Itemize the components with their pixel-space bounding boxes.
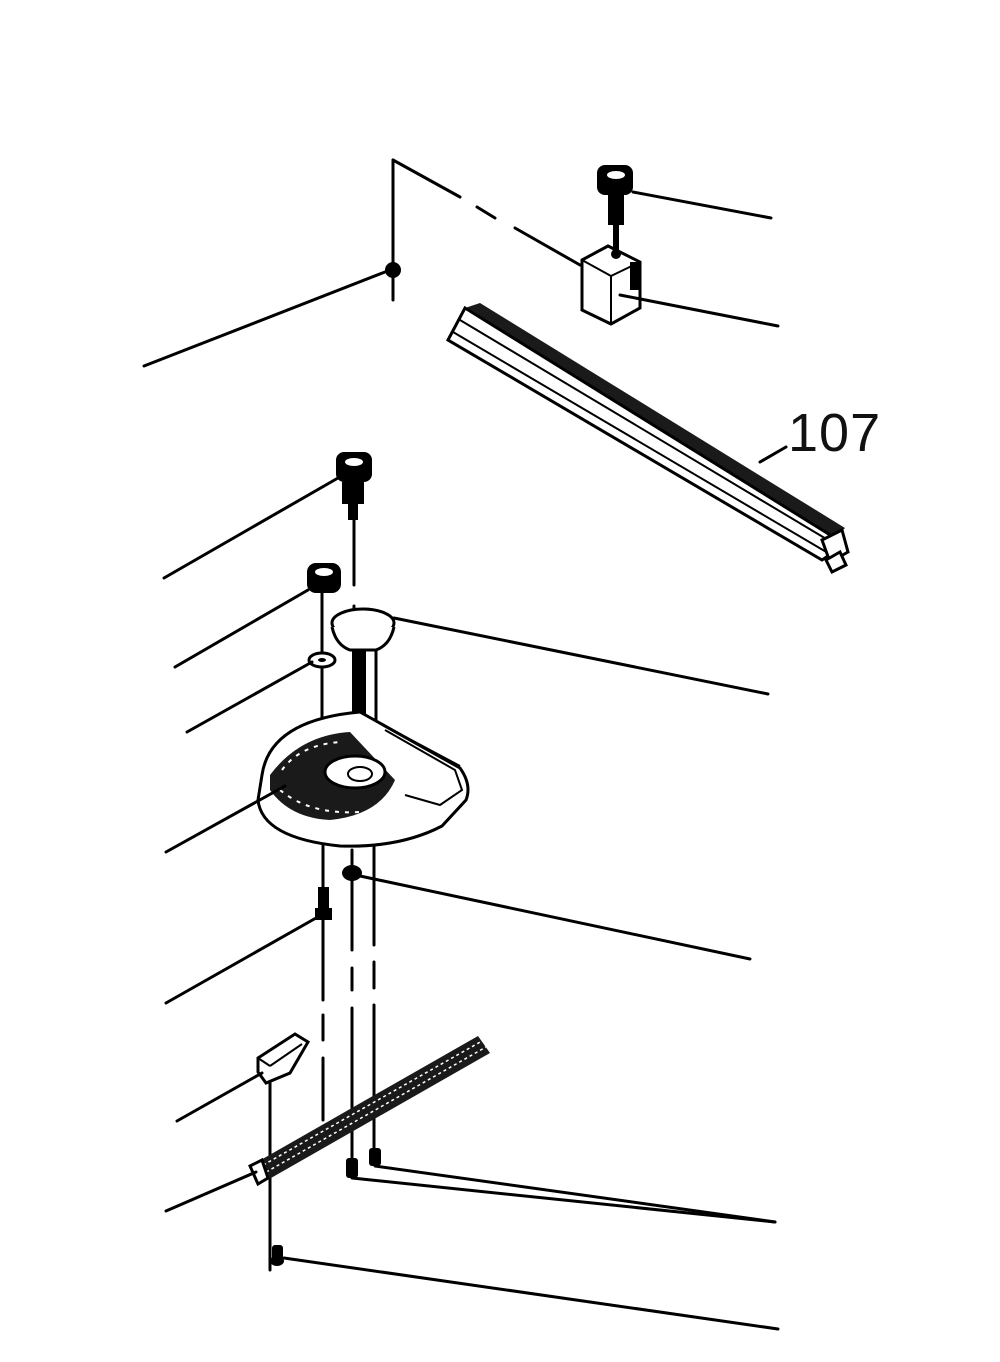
- guide-bar-screws: [346, 1148, 777, 1224]
- leader-line-stud: [164, 916, 318, 1005]
- protractor-head: [256, 710, 470, 848]
- leader-line-handle: [392, 616, 770, 696]
- protractor-lock-knob: [336, 452, 372, 632]
- leader-line-nut: [358, 874, 752, 961]
- bottom-screw: [270, 1245, 284, 1266]
- miter-handle: [330, 607, 396, 732]
- leader-line-fence-knob: [631, 190, 773, 220]
- fence-lock-knob: [597, 165, 633, 255]
- fence-rail: [446, 303, 850, 575]
- leader-line-clamp: [618, 293, 780, 328]
- leader-line-guide-bar: [164, 1170, 258, 1213]
- pin-part: [385, 158, 582, 302]
- fence-clamp-block: [580, 244, 642, 326]
- callout-label-107: 107: [788, 403, 882, 463]
- stop-knob: [307, 563, 341, 762]
- nut: [342, 865, 362, 881]
- leader-line-washer: [185, 660, 314, 734]
- leader-line-stop-knob: [173, 588, 310, 669]
- leader-line-protractor: [164, 784, 287, 854]
- leader-line-bottom-screw: [282, 1256, 780, 1331]
- leader-line-lock-knob: [162, 476, 340, 580]
- leader-line-stop-bracket: [175, 1071, 264, 1123]
- leader-line-107: [758, 445, 788, 464]
- guide-bar: [248, 1036, 490, 1187]
- washer: [307, 651, 337, 669]
- threaded-stud: [315, 887, 332, 920]
- leader-line-pin: [142, 270, 387, 368]
